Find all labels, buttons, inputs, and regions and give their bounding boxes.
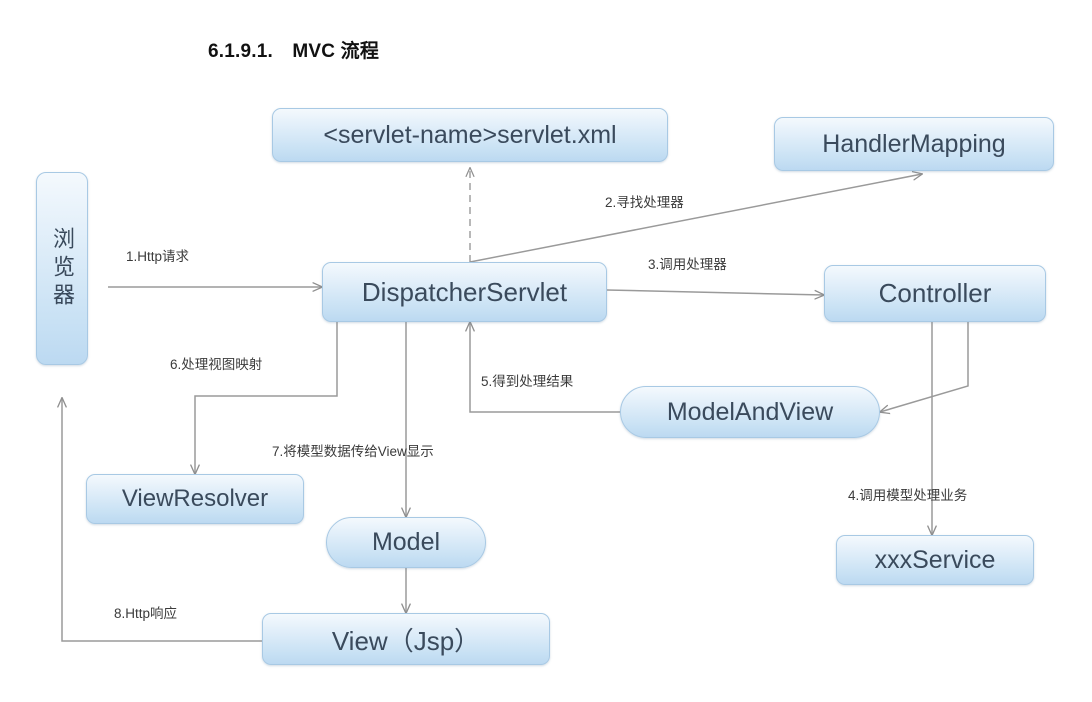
- edge-label-7: 7.将模型数据传给View显示: [272, 444, 434, 459]
- edge-label-1: 1.Http请求: [126, 249, 190, 264]
- node-browser-label: 浏览器: [50, 226, 75, 311]
- edge-6-view-mapping: [195, 322, 338, 474]
- node-view-resolver[interactable]: ViewResolver: [86, 474, 304, 524]
- node-controller[interactable]: Controller: [824, 265, 1046, 322]
- edge-label-5: 5.得到处理结果: [481, 374, 574, 389]
- page-title: 6.1.9.1. MVC 流程: [208, 41, 380, 62]
- node-browser[interactable]: 浏览器: [36, 172, 88, 365]
- node-controller-label: Controller: [878, 278, 992, 308]
- node-model[interactable]: Model: [326, 517, 486, 568]
- edge-5-get-result: [470, 322, 620, 413]
- edge-controller-to-modelandview: [880, 322, 969, 412]
- node-model-and-view-label: ModelAndView: [666, 397, 834, 426]
- node-handler-mapping[interactable]: HandlerMapping: [774, 117, 1054, 171]
- node-servlet-xml[interactable]: <servlet-name>servlet.xml: [272, 108, 668, 162]
- node-view-resolver-label: ViewResolver: [121, 485, 269, 512]
- edge-label-6: 6.处理视图映射: [170, 357, 263, 372]
- node-xxx-service[interactable]: xxxService: [836, 535, 1034, 585]
- node-view-jsp-label: View（Jsp）: [331, 625, 481, 656]
- node-servlet-xml-label: <servlet-name>servlet.xml: [323, 120, 617, 149]
- edge-2-find-handler: [469, 174, 922, 263]
- node-dispatcher-servlet-label: DispatcherServlet: [361, 276, 568, 307]
- edge-label-8: 8.Http响应: [114, 606, 178, 621]
- edge-label-4: 4.调用模型处理业务: [848, 488, 968, 503]
- node-handler-mapping-label: HandlerMapping: [822, 129, 1006, 158]
- node-dispatcher-servlet[interactable]: DispatcherServlet: [322, 262, 607, 322]
- node-model-and-view[interactable]: ModelAndView: [620, 386, 880, 438]
- edge-label-3: 3.调用处理器: [648, 257, 727, 272]
- edge-label-2: 2.寻找处理器: [605, 195, 684, 210]
- node-model-label: Model: [371, 528, 441, 556]
- node-view-jsp[interactable]: View（Jsp）: [262, 613, 550, 665]
- edge-8-http-response: [62, 398, 262, 642]
- node-xxx-service-label: xxxService: [874, 545, 996, 574]
- edge-3-invoke-handler: [606, 289, 824, 295]
